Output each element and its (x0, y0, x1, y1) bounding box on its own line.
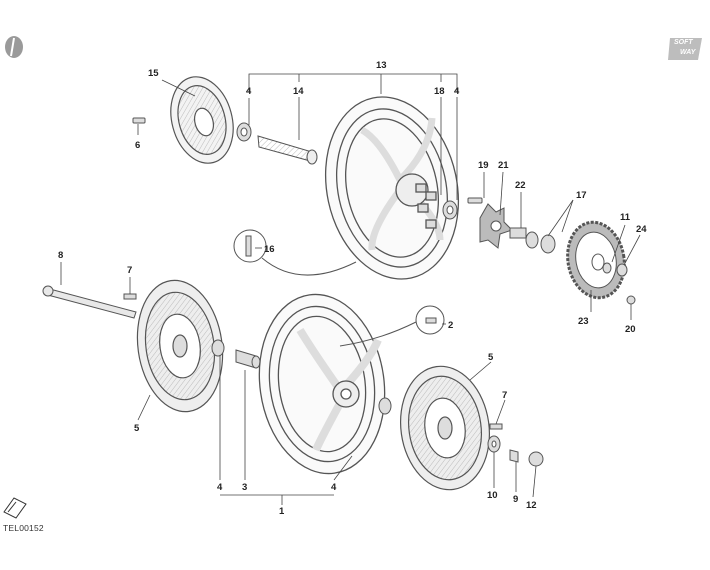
front-spacer (235, 349, 261, 369)
callout-17: 17 (576, 190, 587, 201)
brand-line2: WAY (680, 49, 696, 56)
callout-7: 7 (127, 265, 132, 276)
callout-6: 6 (135, 140, 140, 151)
rear-spacer-tube (257, 135, 318, 165)
callout-12: 12 (526, 500, 537, 511)
rear-sprocket (566, 220, 626, 300)
callout-11: 11 (620, 212, 631, 223)
front-left-bearing (211, 339, 225, 357)
front-right-brake-disc (399, 365, 491, 491)
front-left-brake-disc (136, 279, 224, 413)
callout-5: 5 (134, 423, 140, 434)
callout-9: 9 (513, 494, 518, 505)
front-wheel-axle (42, 285, 137, 319)
section-emblem (5, 36, 23, 58)
callout-20: 20 (625, 324, 636, 335)
rear-right-bearing (442, 200, 458, 220)
sprocket-nut (602, 262, 636, 305)
front-right-bearing (378, 397, 392, 415)
callout-3: 3 (242, 482, 247, 493)
carrier-shaft (509, 227, 527, 239)
rear-left-bearing (236, 122, 252, 142)
callout-15: 15 (148, 68, 159, 79)
front-seal-spacer-nut (487, 435, 544, 467)
manual-icon (3, 497, 27, 519)
callout-4: 4 (246, 86, 252, 97)
callout-19: 19 (478, 160, 489, 171)
callout-4: 4 (454, 86, 460, 97)
drawing-code: TEL00152 (3, 523, 44, 533)
rear-brake-disc (170, 76, 234, 164)
carrier-bearings (525, 231, 556, 254)
callout-7: 7 (502, 390, 507, 401)
sprocket-carrier-bolt (467, 197, 483, 204)
callout-18: 18 (434, 86, 445, 97)
callout-2: 2 (448, 320, 453, 331)
rear-disc-bolt (132, 117, 146, 124)
brand-line1: SOFT (674, 39, 693, 46)
callout-23: 23 (578, 316, 589, 327)
leader-lines (60, 73, 641, 505)
callout-1: 1 (279, 506, 285, 517)
callout-24: 24 (636, 224, 647, 235)
callout-4: 4 (331, 482, 337, 493)
callout-5: 5 (488, 352, 494, 363)
rear-wheel-rim (324, 96, 460, 280)
callout-22: 22 (515, 180, 526, 191)
callout-labels: 13 15 4 14 18 4 6 19 21 22 17 11 24 16 8… (58, 60, 647, 517)
callout-10: 10 (487, 490, 498, 501)
valve-detail-front (339, 305, 445, 347)
callout-16: 16 (264, 244, 275, 255)
brand-logo: SOFT WAY (668, 36, 704, 62)
callout-21: 21 (498, 160, 509, 171)
callout-8: 8 (58, 250, 63, 261)
callout-4: 4 (217, 482, 223, 493)
callout-13: 13 (376, 60, 387, 71)
sprocket-carrier (479, 203, 513, 249)
callout-14: 14 (293, 86, 304, 97)
valve-detail (233, 229, 357, 276)
front-wheel-rim (258, 293, 386, 475)
